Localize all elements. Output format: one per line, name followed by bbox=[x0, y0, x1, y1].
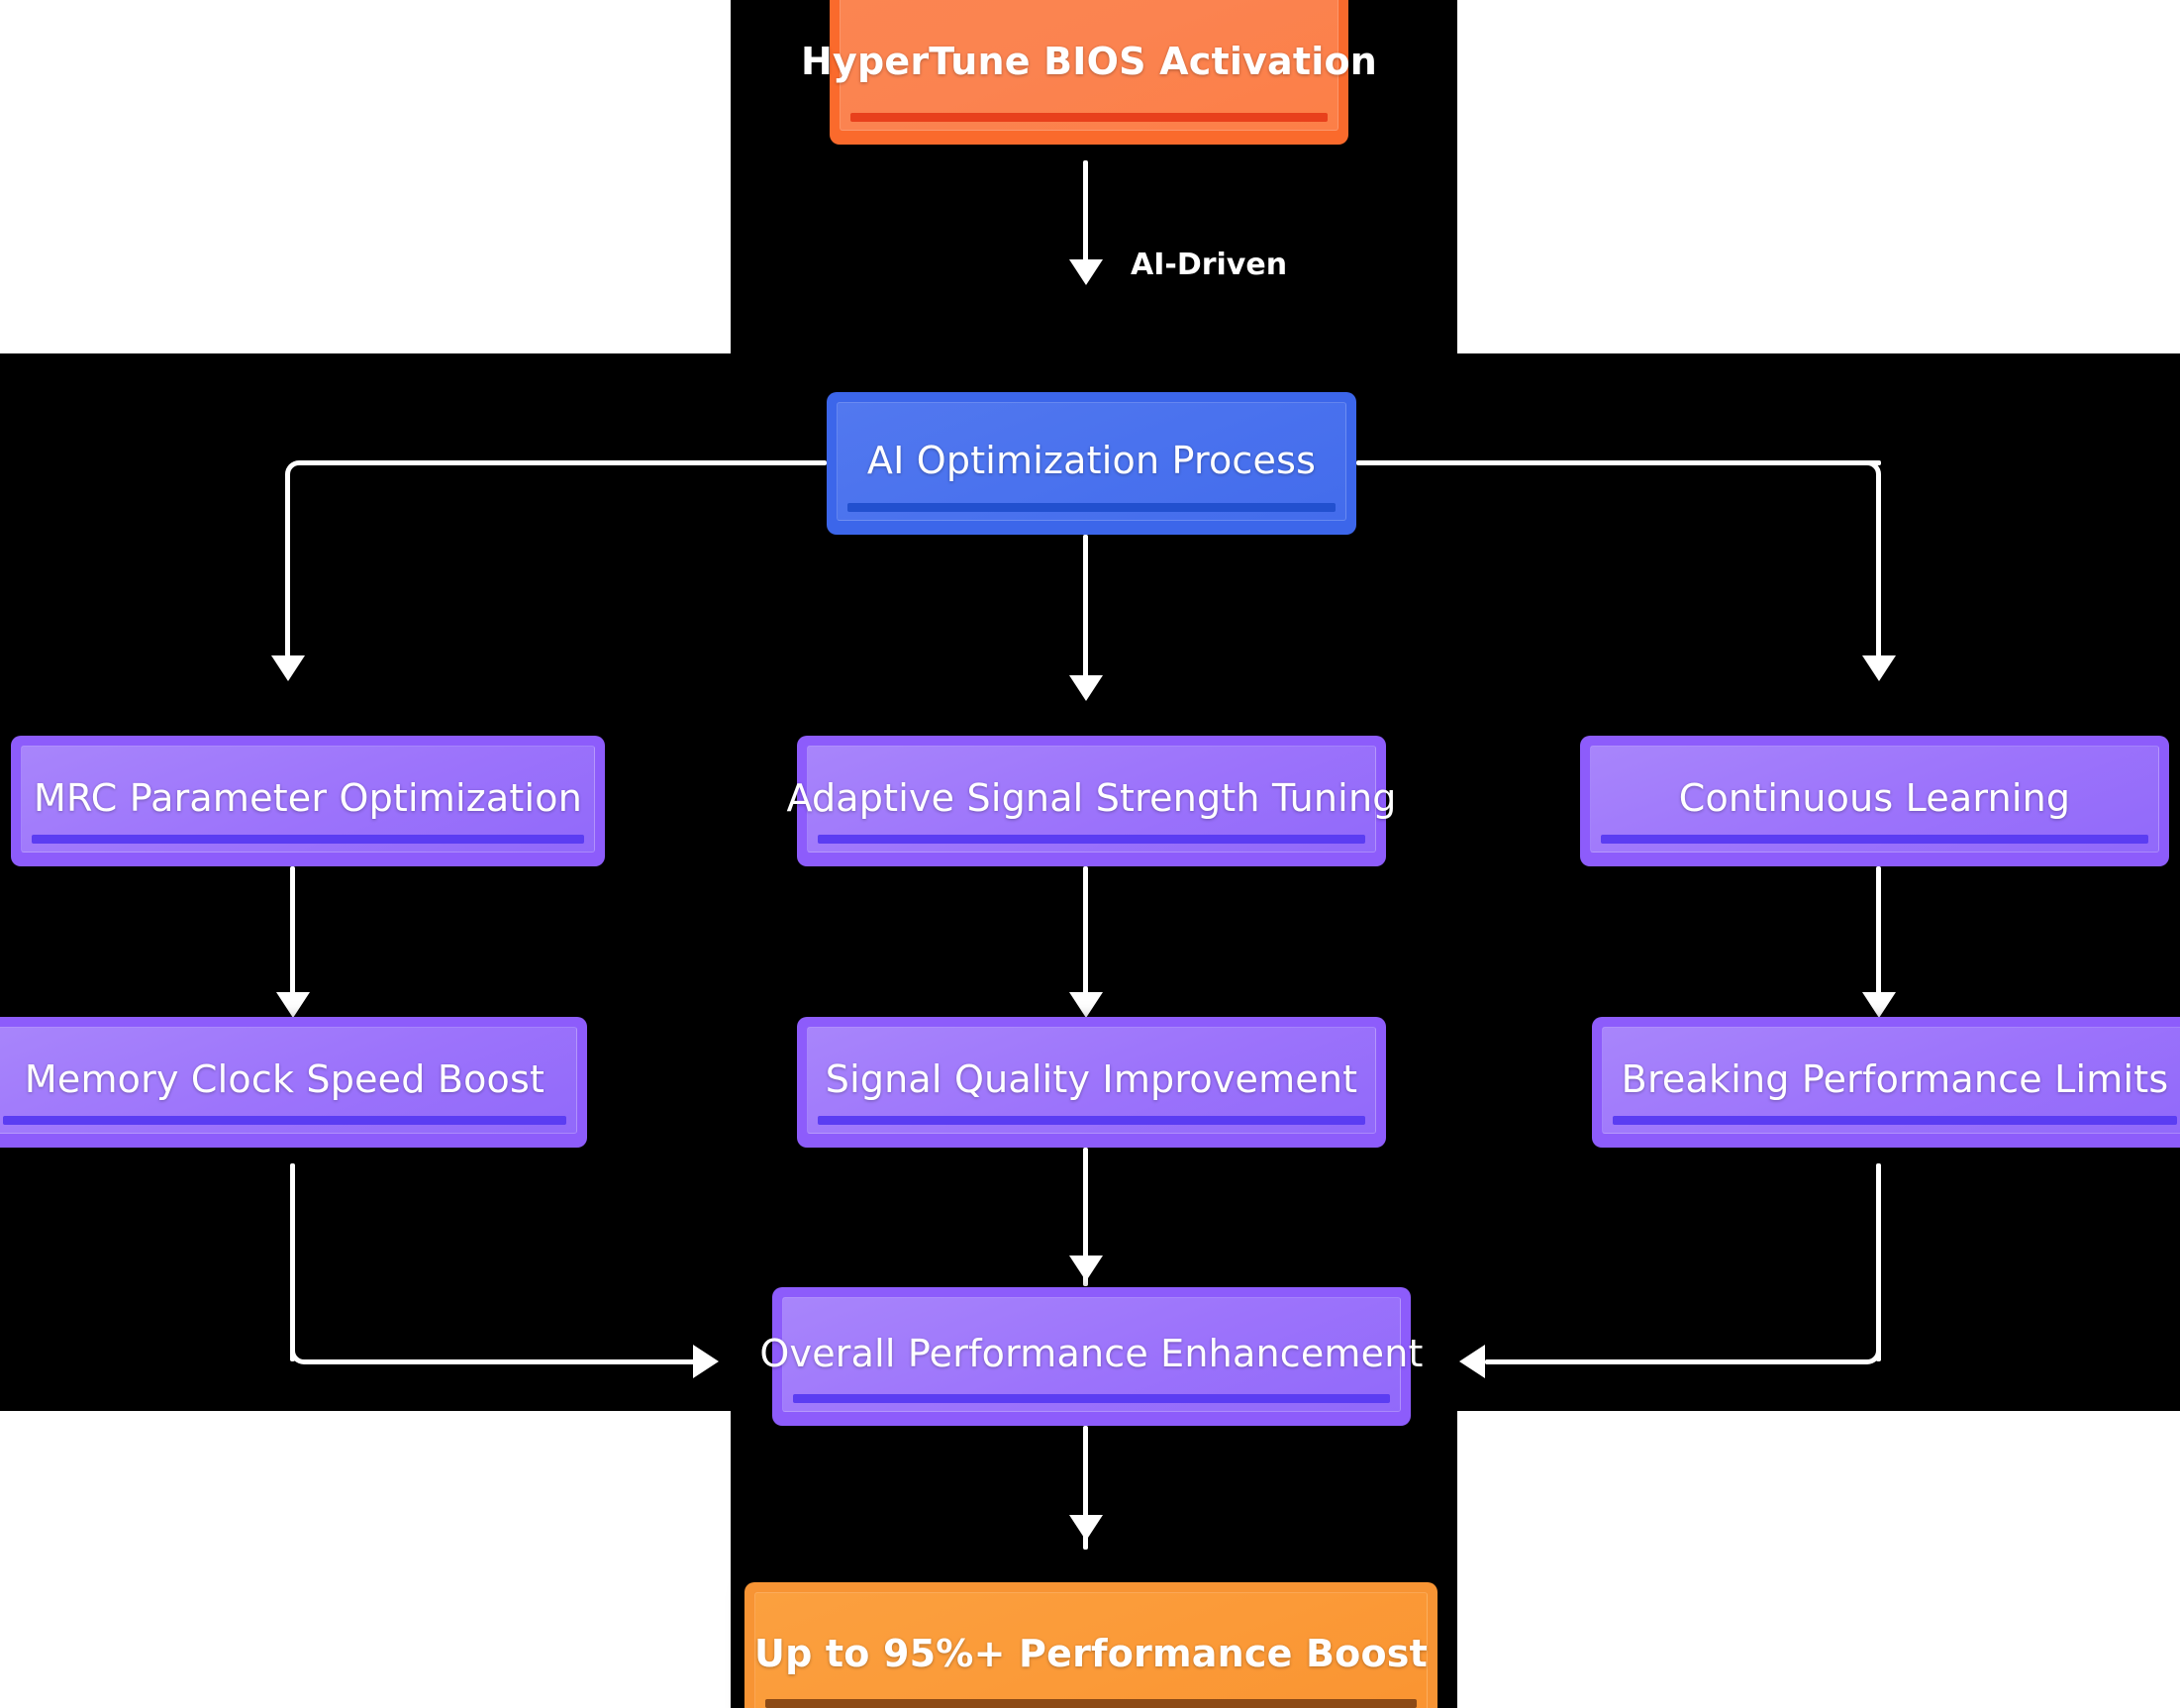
node-continuous-learning[interactable]: Continuous Learning bbox=[1580, 736, 2169, 866]
node-surface: AI Optimization Process bbox=[837, 402, 1346, 521]
node-surface: Signal Quality Improvement bbox=[807, 1027, 1376, 1134]
arrowhead-down-icon bbox=[271, 655, 305, 681]
arrowhead-left-icon bbox=[1459, 1345, 1485, 1378]
edge-line bbox=[1083, 866, 1088, 1000]
edge-line-horizontal bbox=[1485, 1359, 1861, 1364]
arrowhead-down-icon bbox=[1069, 992, 1103, 1018]
edge-line bbox=[1083, 160, 1088, 265]
edge-corner bbox=[285, 460, 307, 482]
node-surface: Up to 95%+ Performance Boost bbox=[754, 1592, 1428, 1708]
node-label: MRC Parameter Optimization bbox=[34, 776, 582, 821]
node-accent-bar bbox=[850, 113, 1328, 122]
node-accent-bar bbox=[765, 1699, 1417, 1708]
edge-line-horizontal bbox=[1356, 460, 1881, 465]
arrowhead-down-icon bbox=[1069, 1515, 1103, 1541]
edge-line bbox=[1876, 866, 1881, 1000]
node-surface: Breaking Performance Limits bbox=[1602, 1027, 2180, 1134]
node-accent-bar bbox=[1601, 835, 2148, 844]
edge-line-vertical bbox=[1876, 1163, 1881, 1361]
arrowhead-down-icon bbox=[1862, 655, 1896, 681]
node-accent-bar bbox=[818, 1116, 1365, 1125]
node-surface: Memory Clock Speed Boost bbox=[0, 1027, 577, 1134]
node-adaptive-signal-strength-tuning[interactable]: Adaptive Signal Strength Tuning bbox=[786, 736, 1396, 866]
node-label: Continuous Learning bbox=[1678, 776, 2071, 821]
edge-line bbox=[1083, 1426, 1088, 1550]
node-accent-bar bbox=[1613, 1116, 2177, 1125]
node-surface: Adaptive Signal Strength Tuning bbox=[786, 746, 1396, 853]
node-hypertune-bios-activation[interactable]: HyperTune BIOS Activation bbox=[801, 0, 1377, 145]
node-label: HyperTune BIOS Activation bbox=[800, 40, 1378, 84]
node-label: Overall Performance Enhancement bbox=[759, 1332, 1424, 1376]
node-surface: Overall Performance Enhancement bbox=[759, 1297, 1423, 1412]
node-label: Up to 95%+ Performance Boost bbox=[754, 1632, 1428, 1676]
edge-label-ai-driven: AI-Driven bbox=[1131, 248, 1288, 282]
edge-line-vertical bbox=[1876, 477, 1881, 663]
edge-line bbox=[290, 866, 295, 1000]
edge-corner bbox=[1859, 1343, 1881, 1364]
node-surface: MRC Parameter Optimization bbox=[21, 746, 595, 853]
node-accent-bar bbox=[847, 503, 1336, 512]
node-label: Adaptive Signal Strength Tuning bbox=[786, 776, 1397, 821]
edge-line bbox=[1083, 535, 1088, 683]
node-surface: Continuous Learning bbox=[1590, 746, 2159, 853]
arrowhead-right-icon bbox=[693, 1345, 719, 1378]
node-overall-performance-enhancement[interactable]: Overall Performance Enhancement bbox=[759, 1287, 1423, 1426]
edge-line-horizontal bbox=[302, 460, 827, 465]
edge-line-horizontal bbox=[307, 1359, 703, 1364]
node-accent-bar bbox=[818, 835, 1365, 844]
edge-line-vertical bbox=[285, 477, 290, 663]
node-accent-bar bbox=[793, 1394, 1390, 1403]
node-accent-bar bbox=[32, 835, 584, 844]
node-label: Signal Quality Improvement bbox=[825, 1057, 1358, 1102]
edge-line bbox=[1083, 1148, 1088, 1286]
arrowhead-down-icon bbox=[1069, 259, 1103, 285]
arrowhead-down-icon bbox=[276, 992, 310, 1018]
node-label: Breaking Performance Limits bbox=[1621, 1057, 2169, 1102]
arrowhead-down-icon bbox=[1069, 1256, 1103, 1281]
node-accent-bar bbox=[3, 1116, 566, 1125]
node-breaking-performance-limits[interactable]: Breaking Performance Limits bbox=[1592, 1017, 2180, 1148]
node-label: AI Optimization Process bbox=[866, 439, 1317, 483]
node-label: Memory Clock Speed Boost bbox=[24, 1057, 545, 1102]
node-ai-optimization-process[interactable]: AI Optimization Process bbox=[827, 392, 1356, 535]
node-signal-quality-improvement[interactable]: Signal Quality Improvement bbox=[797, 1017, 1386, 1148]
node-memory-clock-speed-boost[interactable]: Memory Clock Speed Boost bbox=[0, 1017, 587, 1148]
edge-corner bbox=[290, 1343, 312, 1364]
edge-line-vertical bbox=[290, 1163, 295, 1361]
edge-corner bbox=[1859, 460, 1881, 482]
node-up-to-95-performance-boost[interactable]: Up to 95%+ Performance Boost bbox=[744, 1582, 1437, 1708]
arrowhead-down-icon bbox=[1069, 675, 1103, 701]
arrowhead-down-icon bbox=[1862, 992, 1896, 1018]
node-surface: HyperTune BIOS Activation bbox=[801, 0, 1377, 131]
node-mrc-parameter-optimization[interactable]: MRC Parameter Optimization bbox=[11, 736, 605, 866]
